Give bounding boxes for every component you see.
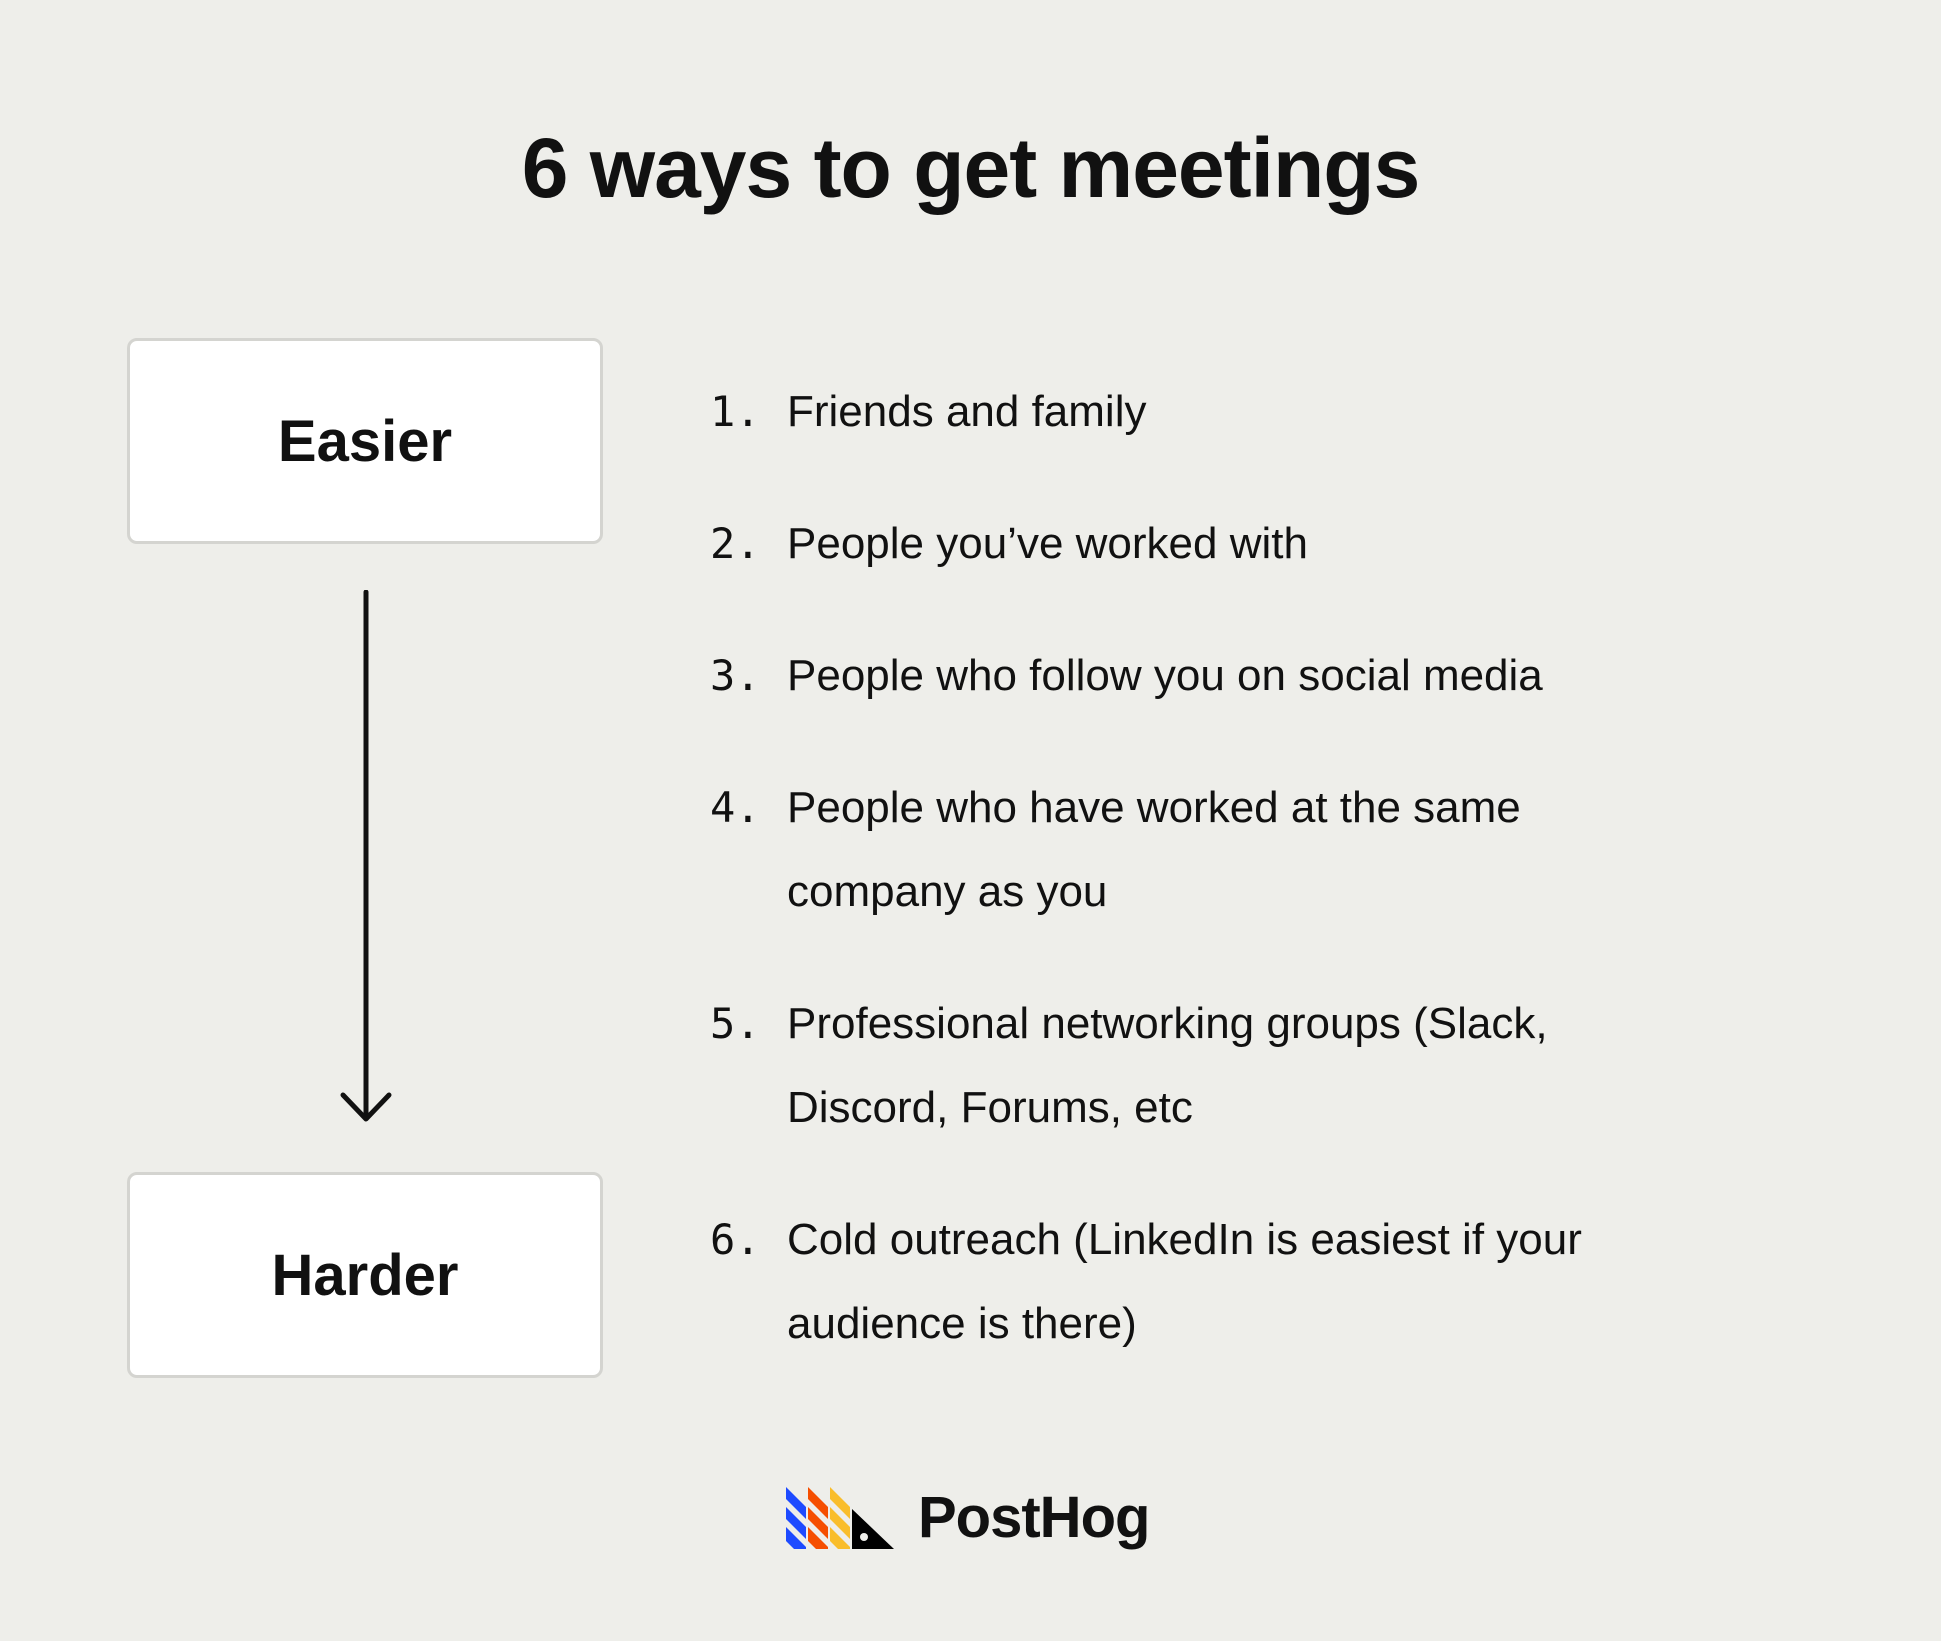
easier-label: Easier: [277, 408, 453, 474]
harder-label: Harder: [271, 1242, 459, 1308]
list-item-number: 2.: [710, 519, 761, 568]
list-item-number: 3.: [710, 651, 761, 700]
ways-list: 1. Friends and family 2. People you’ve w…: [710, 370, 1890, 1414]
list-item-number: 1.: [710, 387, 761, 436]
logo-stripe: [808, 1526, 828, 1549]
list-item-text: People who have worked at the same compa…: [787, 783, 1521, 916]
list-item-number: 4.: [710, 783, 761, 832]
down-arrow-icon: [340, 590, 392, 1122]
logo-stripe: [808, 1486, 828, 1519]
harder-box: Harder: [127, 1172, 603, 1378]
list-item: 3. People who follow you on social media: [710, 634, 1890, 718]
list-item-text: Friends and family: [787, 387, 1147, 436]
logo-stripe: [830, 1526, 850, 1549]
posthog-hedgehog-icon: [786, 1486, 894, 1549]
page-title: 6 ways to get meetings: [521, 121, 1421, 215]
logo-stripe: [830, 1506, 850, 1539]
posthog-logo: PostHog: [786, 1484, 1150, 1551]
logo-body: [852, 1508, 894, 1549]
logo-stripe: [808, 1506, 828, 1539]
easier-box: Easier: [127, 338, 603, 544]
list-item: 4. People who have worked at the same co…: [710, 766, 1687, 934]
logo-stripe: [786, 1486, 806, 1519]
list-item-number: 5.: [710, 999, 761, 1048]
logo-stripe: [786, 1526, 806, 1549]
logo-stripe: [786, 1506, 806, 1539]
list-item-text: People who follow you on social media: [787, 651, 1543, 700]
list-item-text: Professional networking groups (Slack, D…: [787, 999, 1548, 1132]
list-item-number: 6.: [710, 1215, 761, 1264]
list-item: 1. Friends and family: [710, 370, 1890, 454]
list-item: 5. Professional networking groups (Slack…: [710, 982, 1687, 1150]
logo-eye: [860, 1532, 868, 1541]
list-item-text: People you’ve worked with: [787, 519, 1308, 568]
list-item: 6. Cold outreach (LinkedIn is easiest if…: [710, 1198, 1687, 1366]
brand-name: PostHog: [918, 1485, 1150, 1550]
list-item-text: Cold outreach (LinkedIn is easiest if yo…: [787, 1215, 1582, 1348]
logo-stripe: [830, 1486, 850, 1519]
list-item: 2. People you’ve worked with: [710, 502, 1890, 586]
